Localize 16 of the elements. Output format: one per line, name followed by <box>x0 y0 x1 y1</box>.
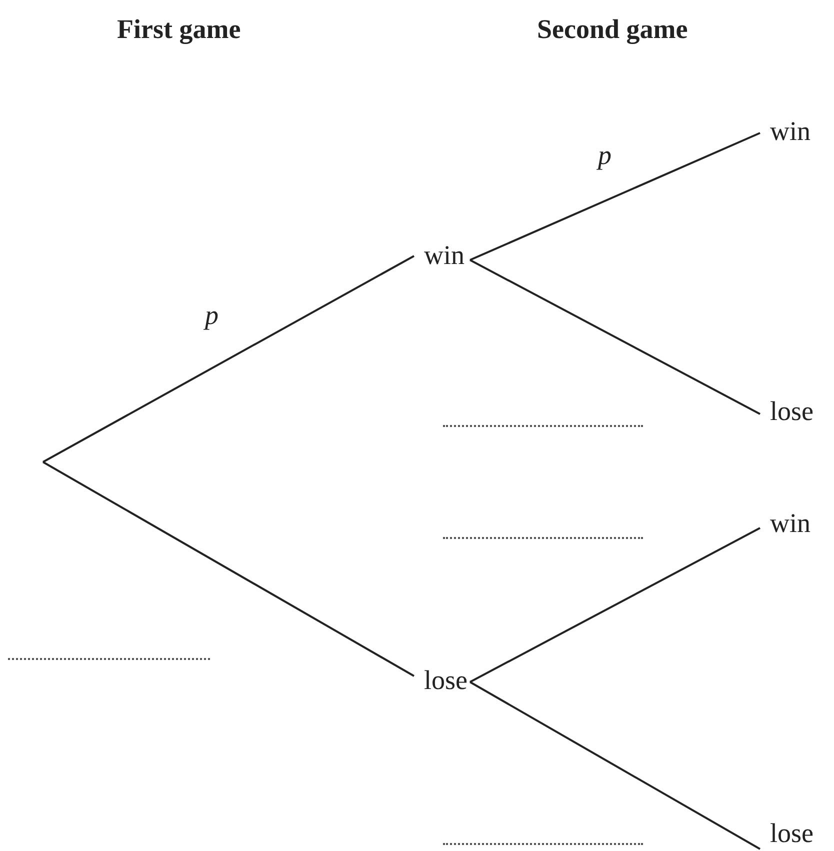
tree-branch <box>42 255 414 463</box>
tree-branch <box>470 259 760 415</box>
column-heading: First game <box>117 14 241 44</box>
tree-branch <box>470 132 760 261</box>
outcome-label: win <box>770 116 810 146</box>
outcome-label: lose <box>424 665 468 695</box>
edge-label: p <box>598 140 612 170</box>
tree-branch <box>42 461 414 677</box>
tree-branch <box>470 527 760 683</box>
outcome-label: win <box>770 508 810 538</box>
column-heading: Second game <box>537 14 688 44</box>
outcome-label: lose <box>770 818 814 848</box>
outcome-label: win <box>424 240 464 270</box>
edge-label: p <box>205 300 218 330</box>
outcome-label: lose <box>770 396 814 426</box>
tree-branch <box>470 681 760 850</box>
